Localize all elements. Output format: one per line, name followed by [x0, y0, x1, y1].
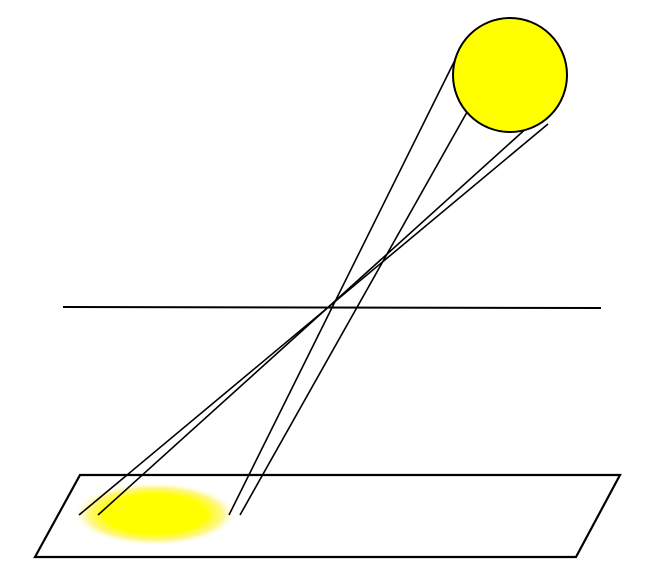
light-ray-lower-right [78, 123, 549, 516]
light-rays [78, 55, 549, 516]
light-ray-upper-left [228, 55, 458, 516]
projected-sun-image [73, 482, 237, 546]
light-ray-lower-left [239, 104, 472, 516]
sun [452, 17, 568, 133]
